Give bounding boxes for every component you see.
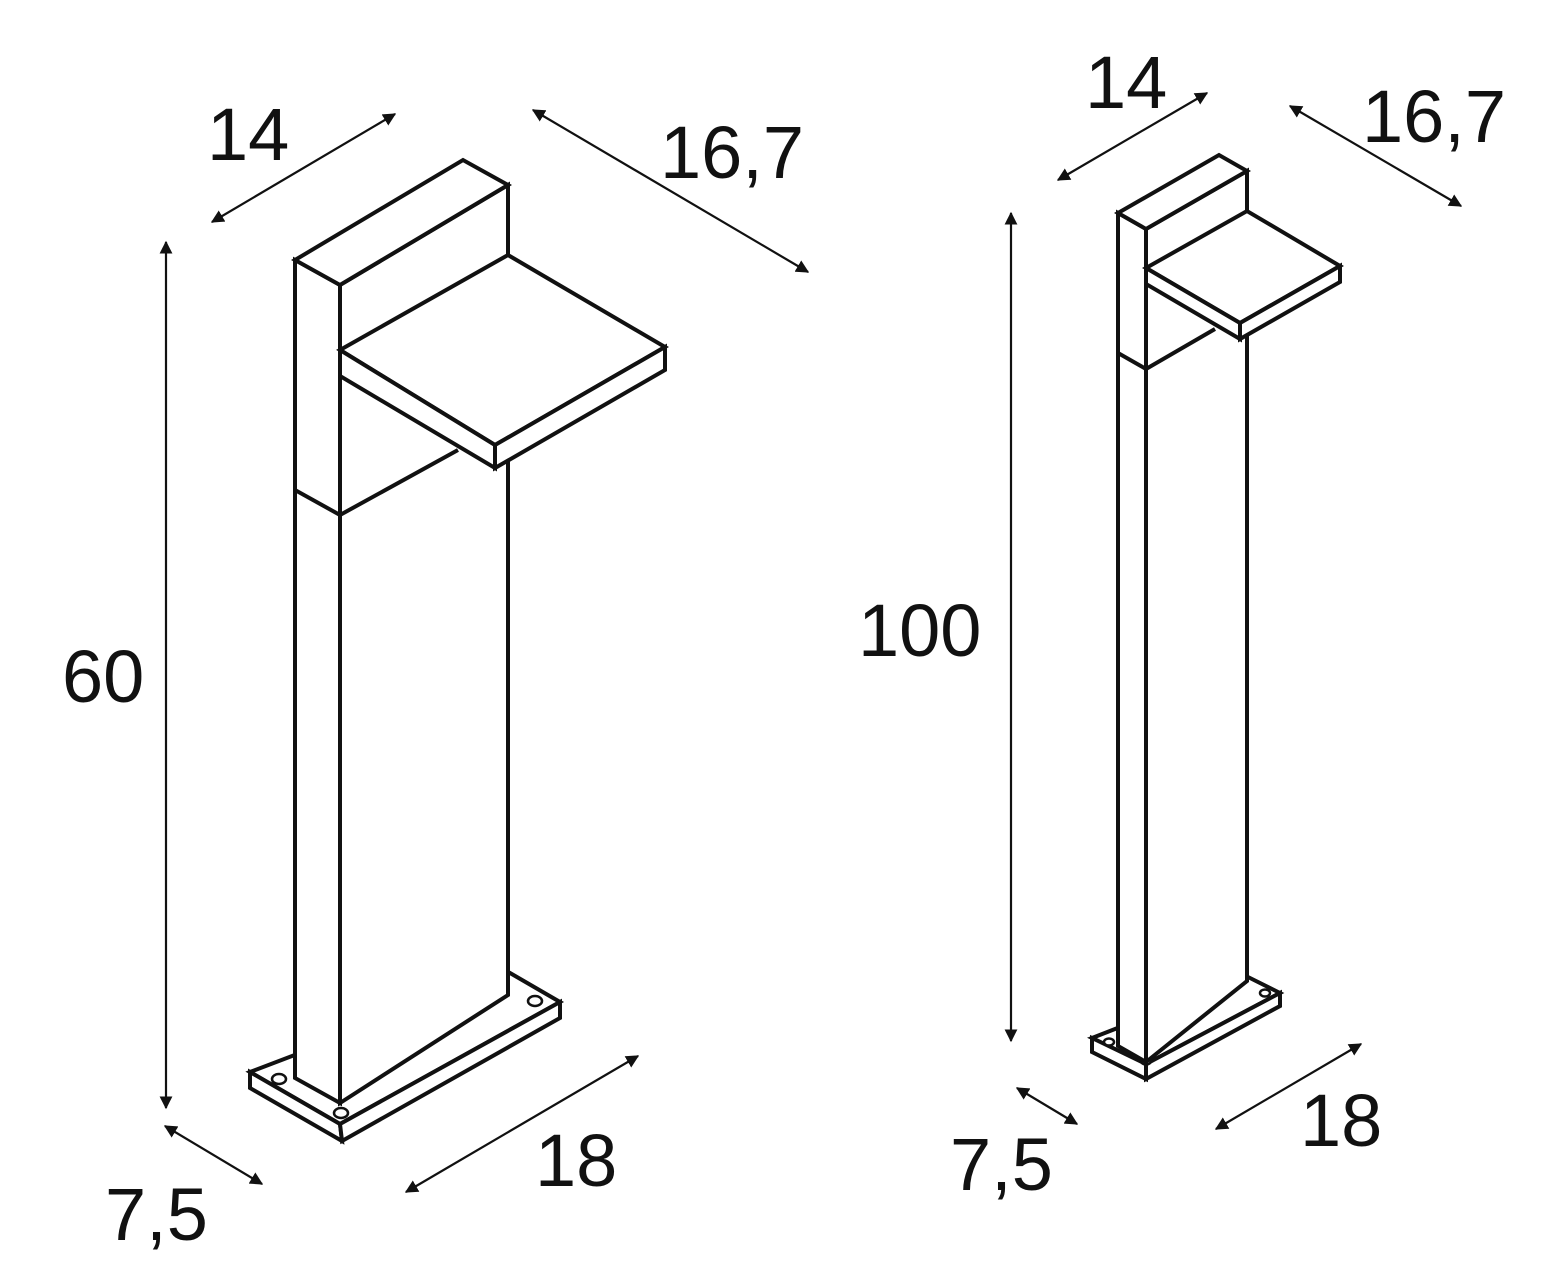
- tall-base-depth-label: 7,5: [950, 1123, 1053, 1206]
- tall-width-label: 16,7: [1362, 75, 1506, 158]
- tall-base-width-label: 18: [1300, 1079, 1382, 1162]
- tall-depth-arrow: [1056, 92, 1209, 181]
- small-post: [290, 157, 513, 1107]
- tall-bollard: [1086, 152, 1344, 1083]
- tall-height-label: 100: [858, 589, 981, 672]
- tall-base-screw-hole: [1258, 988, 1272, 998]
- tall-base-width-arrow: [1214, 1043, 1363, 1130]
- tall-post: [1113, 152, 1252, 1067]
- small-width-arrow: [531, 109, 810, 273]
- small-bollard: [245, 157, 669, 1145]
- small-dimension-lines: [159, 109, 810, 1193]
- small-base-screw-hole: [332, 1106, 350, 1120]
- small-base-depth-arrow: [163, 1125, 264, 1185]
- small-depth-arrow: [210, 113, 397, 223]
- tall-width-arrow: [1288, 105, 1463, 207]
- tall-dimension-lines: [1004, 92, 1463, 1130]
- small-base-depth-label: 7,5: [105, 1173, 208, 1256]
- small-light-head: [336, 252, 669, 472]
- small-depth-label: 14: [207, 93, 289, 176]
- small-base-screw-hole: [526, 994, 544, 1008]
- tall-depth-label: 14: [1085, 41, 1167, 124]
- small-base-screw-hole: [270, 1072, 288, 1086]
- tall-light-head: [1141, 208, 1344, 343]
- small-height-label: 60: [62, 635, 144, 718]
- small-base-width-arrow: [404, 1055, 640, 1193]
- tall-base-depth-arrow: [1015, 1087, 1079, 1125]
- tall-base-screw-hole: [1102, 1037, 1116, 1047]
- small-base-width-label: 18: [535, 1119, 617, 1202]
- small-width-label: 16,7: [660, 111, 804, 194]
